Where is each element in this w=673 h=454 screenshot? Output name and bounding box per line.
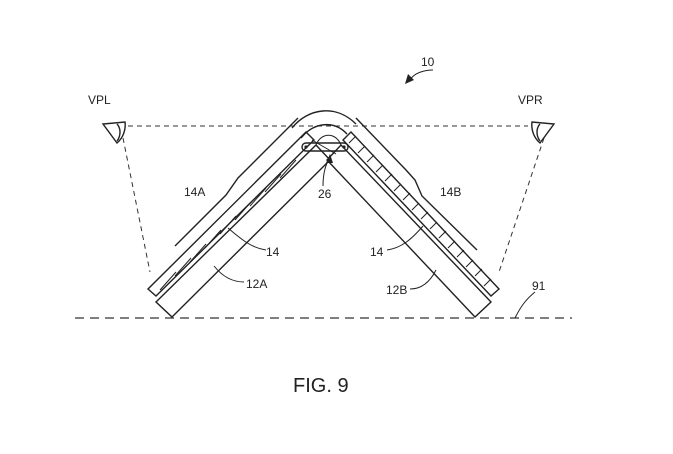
label-14a: 14A <box>184 185 205 199</box>
arrow-26 <box>326 154 333 163</box>
leader-14-left <box>227 227 267 251</box>
apex-housing <box>315 134 342 146</box>
label-hinge: 26 <box>318 187 332 201</box>
bracket-14a <box>174 117 299 247</box>
label-14-right: 14 <box>370 245 384 259</box>
label-14b: 14B <box>440 185 461 199</box>
right-eye-icon <box>531 121 556 145</box>
leader-10 <box>409 69 434 81</box>
apex-inner <box>300 124 348 139</box>
label-12a: 12A <box>246 277 267 291</box>
label-ground: 91 <box>532 279 546 293</box>
figure-caption: FIG. 9 <box>293 375 349 397</box>
left-eye-icon <box>101 121 126 145</box>
apex-outer <box>291 110 357 129</box>
leader-12a <box>213 265 245 283</box>
leader-14-right <box>386 225 424 251</box>
label-vpl: VPL <box>88 93 111 107</box>
sightline-left <box>122 137 151 273</box>
leader-12b <box>409 269 437 290</box>
label-14-left: 14 <box>266 245 280 259</box>
display-left <box>146 131 315 297</box>
hinge <box>301 139 349 155</box>
sightline-right <box>498 137 545 273</box>
bracket-14b <box>355 117 478 251</box>
housing-right <box>326 143 492 318</box>
arrow-10 <box>405 74 414 84</box>
display-right <box>342 130 501 297</box>
label-12b: 12B <box>386 283 407 297</box>
housing-left <box>154 143 331 318</box>
label-device: 10 <box>421 55 435 69</box>
label-vpr: VPR <box>518 93 543 107</box>
leader-91 <box>514 291 536 319</box>
